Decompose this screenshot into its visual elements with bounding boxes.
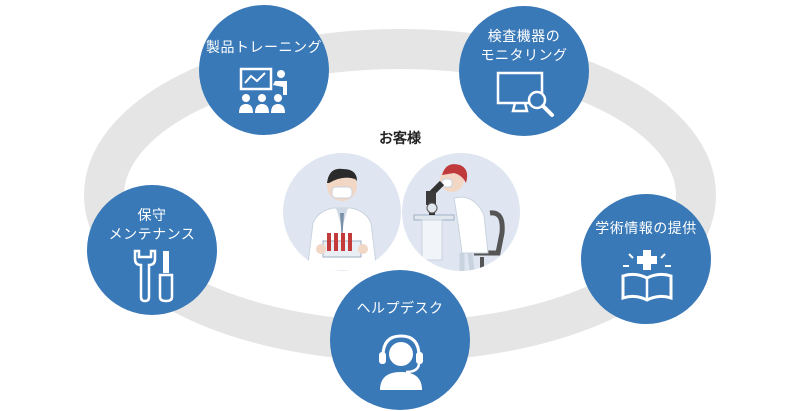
headset-icon xyxy=(379,334,423,390)
book-icon xyxy=(621,250,673,302)
node-device-monitoring[interactable]: 検査機器の モニタリング xyxy=(459,6,589,136)
node-maintenance[interactable]: 保守 メンテナンス xyxy=(87,185,217,315)
center-title: お客様 xyxy=(379,131,421,147)
node-label: ヘルプデスク xyxy=(356,301,444,317)
node-label: 検査機器の モニタリング xyxy=(480,29,568,64)
node-product-training[interactable]: 製品トレーニング xyxy=(199,5,329,135)
node-helpdesk[interactable]: ヘルプデスク xyxy=(330,270,470,410)
tools-icon xyxy=(133,249,174,303)
monitor-search-icon xyxy=(496,71,554,117)
node-label: 学術情報の提供 xyxy=(595,221,697,237)
doctor-avatar xyxy=(283,153,401,271)
node-academic-info[interactable]: 学術情報の提供 xyxy=(581,194,711,324)
researcher-avatar xyxy=(402,153,520,271)
presentation-icon xyxy=(239,67,287,113)
node-label: 保守 メンテナンス xyxy=(108,208,196,243)
node-label: 製品トレーニング xyxy=(206,40,322,56)
